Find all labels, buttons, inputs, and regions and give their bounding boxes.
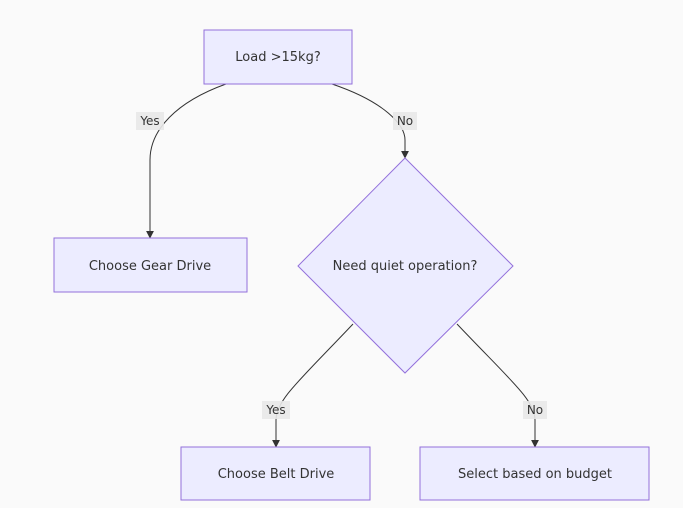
edge-line [331, 83, 409, 159]
edge-label-bg [262, 401, 290, 419]
node-label: Choose Gear Drive [89, 259, 211, 274]
node-label: Need quiet operation? [333, 259, 478, 274]
edge-load-to-gear: Yes [136, 83, 227, 239]
node-label: Load >15kg? [235, 50, 320, 65]
edge-label-bg [523, 401, 547, 419]
edge-label-yes: Yes [265, 403, 285, 417]
node-label: Select based on budget [458, 467, 612, 482]
decision-diamond [297, 157, 514, 374]
edge-label-no: No [527, 403, 543, 417]
edge-quiet-to-belt: Yes [262, 323, 354, 448]
edge-label-no: No [397, 114, 413, 128]
node-belt-drive: Choose Belt Drive [180, 446, 371, 501]
node-load-check: Load >15kg? [203, 29, 353, 85]
node-box [180, 446, 371, 501]
edge-label-yes: Yes [139, 114, 159, 128]
edge-line [456, 323, 539, 448]
edge-line [272, 323, 354, 448]
node-box [419, 446, 650, 501]
edge-load-to-quiet: No [331, 83, 417, 159]
node-budget: Select based on budget [419, 446, 650, 501]
node-box [53, 237, 248, 293]
node-box [203, 29, 353, 85]
edge-line [146, 83, 227, 239]
edge-quiet-to-budget: No [456, 323, 547, 448]
node-gear-drive: Choose Gear Drive [53, 237, 248, 293]
node-quiet-check: Need quiet operation? [297, 157, 514, 374]
node-label: Choose Belt Drive [218, 467, 335, 482]
edge-label-bg [393, 112, 417, 130]
edge-label-bg [136, 112, 164, 130]
